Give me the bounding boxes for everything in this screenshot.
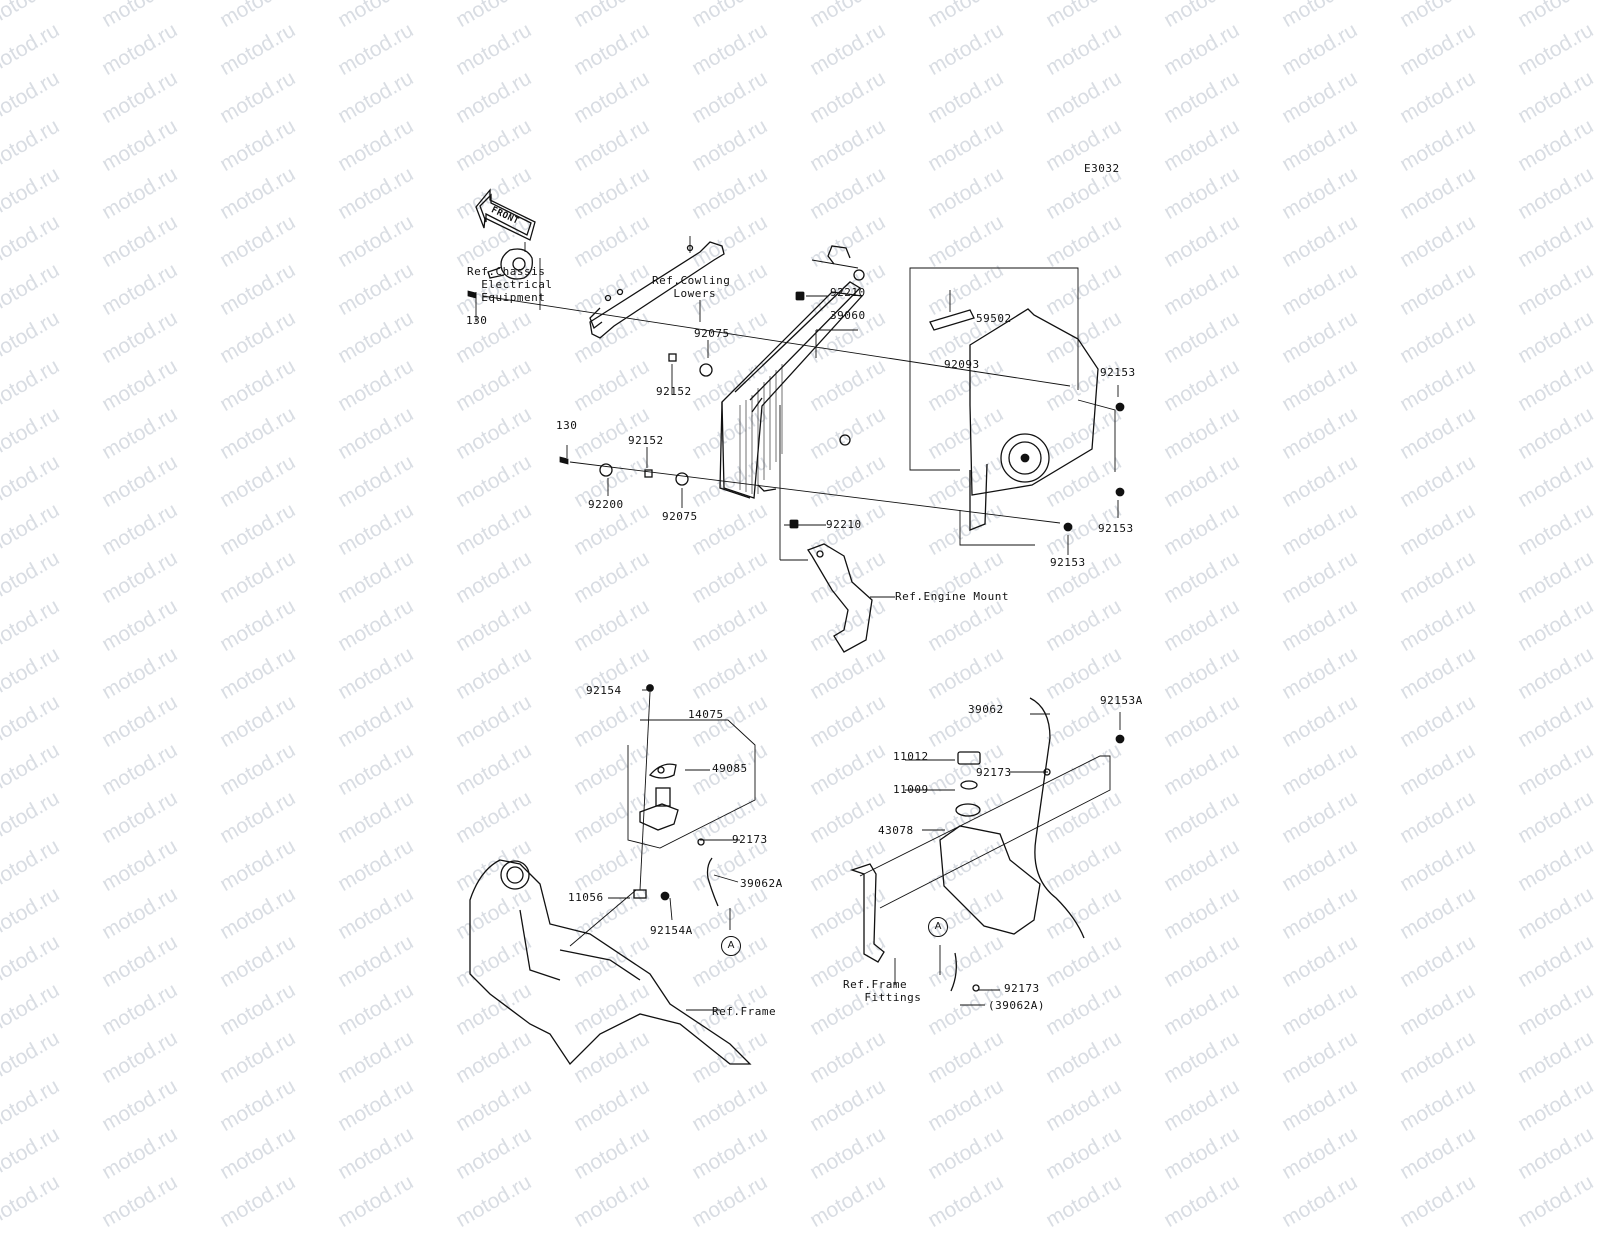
frame-fittings-bracket-part bbox=[849, 863, 885, 963]
ref-frame-fittings-label: Ref.Frame Fittings bbox=[843, 978, 922, 1004]
clip-part bbox=[633, 889, 647, 899]
part-label: 11009 bbox=[893, 783, 929, 796]
hose-part bbox=[950, 952, 957, 992]
part-label: 92152 bbox=[628, 434, 664, 447]
part-label: 92154 bbox=[586, 684, 622, 697]
connection-marker-a: A bbox=[721, 936, 741, 956]
overflow-hose-part bbox=[1029, 697, 1085, 939]
ref-cowling-lowers-label: Ref.Cowling Lowers bbox=[652, 274, 731, 300]
part-label: 130 bbox=[556, 419, 578, 432]
part-label: 92153 bbox=[1100, 366, 1136, 379]
ref-chassis-electrical-label: Ref.Chassis Electrical Equipment bbox=[467, 265, 553, 304]
part-label: 92210 bbox=[830, 286, 866, 299]
clamp-part bbox=[972, 984, 980, 992]
part-label: 92200 bbox=[588, 498, 624, 511]
radiator-part bbox=[719, 245, 865, 499]
hose-part bbox=[706, 857, 719, 907]
part-label: 92154A bbox=[650, 924, 693, 937]
part-label: 92173 bbox=[976, 766, 1012, 779]
radiator-cap-part bbox=[639, 684, 679, 891]
part-label: 39062A bbox=[740, 877, 783, 890]
part-label: 92075 bbox=[694, 327, 730, 340]
connection-marker-a: A bbox=[928, 917, 948, 937]
part-label: 92153 bbox=[1098, 522, 1134, 535]
clamp-part bbox=[697, 838, 705, 846]
reserve-tank-part bbox=[939, 751, 1041, 935]
diagram-code: E3032 bbox=[1084, 162, 1120, 175]
diagram-drawing bbox=[467, 188, 1125, 1066]
part-label: 92093 bbox=[944, 358, 980, 371]
frame-part bbox=[469, 859, 752, 1066]
part-label: 92173 bbox=[732, 833, 768, 846]
bolt-part bbox=[660, 891, 670, 901]
part-label: 11056 bbox=[568, 891, 604, 904]
part-label: 130 bbox=[466, 314, 488, 327]
part-label: 92210 bbox=[826, 518, 862, 531]
part-label: 39060 bbox=[830, 309, 866, 322]
part-label: 43078 bbox=[878, 824, 914, 837]
part-label: 92075 bbox=[662, 510, 698, 523]
horn-part bbox=[487, 242, 533, 280]
part-label: 59502 bbox=[976, 312, 1012, 325]
cowling-bracket-part bbox=[589, 236, 725, 339]
part-label: 49085 bbox=[712, 762, 748, 775]
part-label: 92153A bbox=[1100, 694, 1143, 707]
ref-engine-mount-label: Ref.Engine Mount bbox=[895, 590, 1009, 603]
leader-lines bbox=[475, 258, 1121, 1011]
part-label: 14075 bbox=[688, 708, 724, 721]
part-label: 92173 bbox=[1004, 982, 1040, 995]
ref-frame-label: Ref.Frame bbox=[712, 1005, 777, 1018]
part-label: (39062A) bbox=[988, 999, 1045, 1012]
hardware-parts bbox=[467, 290, 1125, 532]
part-label: 11012 bbox=[893, 750, 929, 763]
part-label: 92153 bbox=[1050, 556, 1086, 569]
front-arrow-icon bbox=[475, 188, 536, 241]
fan-shroud-part bbox=[929, 308, 1099, 531]
part-label: 92152 bbox=[656, 385, 692, 398]
bolt-part bbox=[1115, 734, 1125, 744]
engine-mount-part bbox=[807, 543, 873, 653]
part-label: 39062 bbox=[968, 703, 1004, 716]
